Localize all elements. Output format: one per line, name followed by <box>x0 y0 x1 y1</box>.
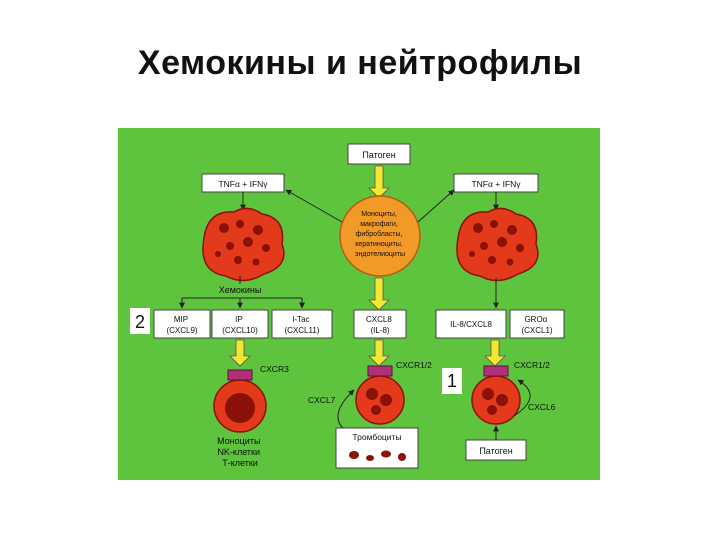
svg-text:Моноциты NK-клетки Т-к: Моноциты NK-клетки Т-клетки <box>217 436 263 468</box>
cells-circle: Моноциты, макрофаги, фибробласты, керати… <box>339 195 421 277</box>
chemokine-neutrophil-diagram: Патоген Моноциты, макрофаги, фибробласты… <box>118 128 600 480</box>
receptor-cxcr12-center: CXCR1/2 <box>396 360 432 370</box>
arrow-to-left-cell <box>229 339 251 367</box>
cells-line-3: фибробласты, <box>356 230 403 238</box>
svg-text:Моноциты, макрофаги,: Моноциты, макрофаги, фибробласты, керати… <box>355 211 405 258</box>
mip-line-2: (CXCL9) <box>166 326 197 335</box>
arrow-cells-to-tnf-right <box>417 189 455 223</box>
ip-line-1: IP <box>235 315 242 324</box>
pathogen-bottom-box: Патоген <box>465 439 527 461</box>
tnf-left-label: TNFα + IFNγ <box>218 179 268 189</box>
cell-left-icon <box>202 207 285 282</box>
arrow-cells-to-cxcl8 <box>368 277 390 311</box>
arrow-to-right-cell <box>484 339 506 367</box>
tnf-right-label: TNFα + IFNγ <box>471 179 521 189</box>
celltype-nk: NK-клетки <box>217 447 260 457</box>
chemokine-box-il8: IL-8/CXCL8 <box>435 309 507 339</box>
gro-line-2: (CXCL1) <box>521 326 552 335</box>
itac-line-2: (CXCL11) <box>285 326 320 335</box>
svg-text:CXCL8 (IL-8): CXCL8 (IL-8) <box>366 315 394 335</box>
cxcl7-label: CXCL7 <box>308 395 336 405</box>
cxcl6-label: CXCL6 <box>528 402 556 412</box>
svg-text:GROα (CXCL1): GROα (CXCL1) <box>521 315 552 335</box>
chemokine-box-ip: IP (CXCL10) <box>211 309 269 339</box>
receptor-cxcr12-right: CXCR1/2 <box>514 360 550 370</box>
cell-neutrophil-center-icon <box>355 365 405 425</box>
cells-line-1: Моноциты, <box>361 211 397 218</box>
il8-line-1: IL-8/CXCL8 <box>450 320 492 329</box>
arrow-cxcl6-loop <box>513 379 531 417</box>
marker-1: 1 <box>447 371 457 391</box>
chemokine-box-gro: GROα (CXCL1) <box>509 309 565 339</box>
cell-neutrophil-right-icon <box>471 365 521 425</box>
celltype-monocytes: Моноциты <box>217 436 260 446</box>
platelets-icon <box>349 450 406 461</box>
gro-line-1: GROα <box>524 315 547 324</box>
arrow-pathogen-to-cells <box>368 165 390 199</box>
cxcl8-line-2: (IL-8) <box>370 326 389 335</box>
svg-text:IP (CXCL10): IP (CXCL10) <box>222 315 258 335</box>
tnf-left-box: TNFα + IFNγ <box>201 173 285 193</box>
ip-line-2: (CXCL10) <box>222 326 258 335</box>
slide-title: Хемокины и нейтрофилы <box>137 44 583 82</box>
svg-text:MIP (CXCL9): MIP (CXCL9) <box>166 315 197 335</box>
chemokine-box-cxcl8: CXCL8 (IL-8) <box>353 309 407 339</box>
pathogen-bottom-label: Патоген <box>479 446 512 456</box>
pathogen-top-label: Патоген <box>362 150 395 160</box>
cells-line-5: эндотелиоциты <box>355 251 405 258</box>
chemokines-label: Хемокины <box>219 285 262 295</box>
marker-2: 2 <box>135 312 145 332</box>
svg-text:I-Tac (CXCL11): I-Tac (CXCL11) <box>285 315 320 335</box>
arrow-cells-to-tnf-left <box>285 189 343 223</box>
tnf-right-box: TNFα + IFNγ <box>453 173 539 193</box>
cell-right-icon <box>456 207 539 282</box>
celltype-t: Т-клетки <box>222 458 258 468</box>
chemokine-box-mip: MIP (CXCL9) <box>153 309 211 339</box>
chemokine-box-itac: I-Tac (CXCL11) <box>271 309 333 339</box>
cxcl8-line-1: CXCL8 <box>366 315 392 324</box>
cell-lymphocyte-icon <box>213 369 267 433</box>
mip-line-1: MIP <box>174 315 188 324</box>
cells-line-4: кератиноциты, <box>355 241 403 248</box>
receptor-cxcr3: CXCR3 <box>260 364 289 374</box>
pathogen-top-box: Патоген <box>347 143 411 165</box>
platelets-box: Тромбоциты <box>335 427 419 469</box>
itac-line-1: I-Tac <box>292 315 309 324</box>
cells-line-2: макрофаги, <box>360 221 398 228</box>
arrow-to-center-cell <box>368 339 390 367</box>
platelets-label: Тромбоциты <box>352 432 401 442</box>
